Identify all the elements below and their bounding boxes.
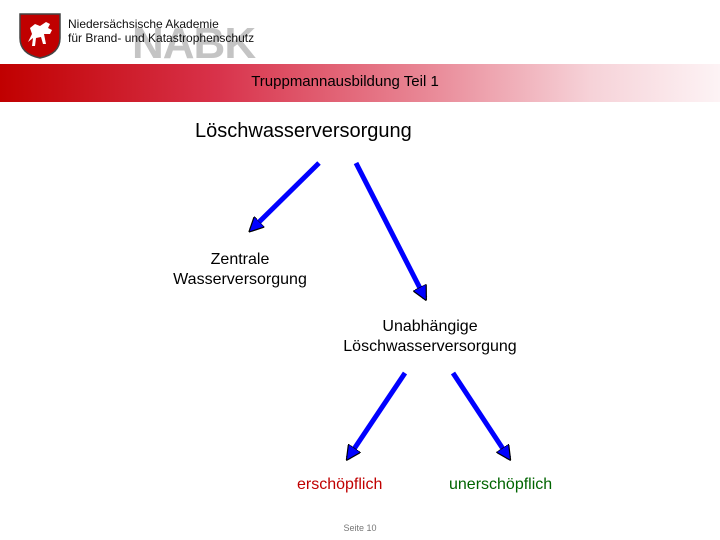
lower-saxony-horse-crest-icon (18, 12, 62, 60)
org-line-2: für Brand- und Katastrophenschutz (68, 31, 255, 45)
arrow-to-independent-supply (353, 161, 428, 298)
leaf-inexhaustible: unerschöpflich (449, 476, 553, 493)
page-number: Seite 10 (343, 523, 377, 533)
arrow-to-central-supply (251, 161, 321, 230)
arrow-to-exhaustible (348, 371, 408, 458)
slide-title: Löschwasserversorgung (195, 120, 412, 142)
organization-name: Niedersächsische Akademie für Brand- und… (68, 17, 254, 45)
org-line-1: Niedersächsische Akademie (68, 17, 219, 31)
node-independent-line-1: Unabhängige (382, 318, 478, 335)
node-independent-water-supply: Unabhängige Löschwasserversorgung (310, 317, 550, 357)
nabk-watermark: NABK (132, 19, 256, 68)
node-central-line-2: Wasserversorgung (173, 271, 307, 288)
node-central-line-1: Zentrale (210, 251, 270, 268)
node-central-water-supply: Zentrale Wasserversorgung (150, 250, 330, 290)
arrow-to-inexhaustible (450, 371, 509, 458)
leaf-exhaustible: erschöpflich (297, 476, 383, 493)
course-title: Truppmannausbildung Teil 1 (251, 73, 439, 90)
node-independent-line-2: Löschwasserversorgung (343, 338, 517, 355)
header-band (0, 64, 720, 102)
